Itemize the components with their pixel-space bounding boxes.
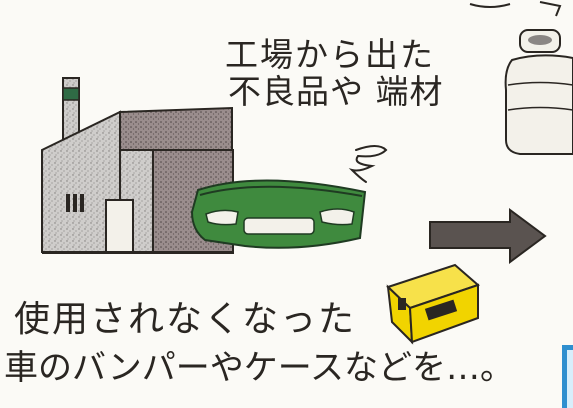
plastic-bottle-icon [504, 29, 573, 155]
caption-top-line1: 工場から出た [225, 35, 435, 74]
yellow-crate-icon [386, 263, 480, 345]
smoke-swirl-icon [348, 145, 388, 183]
right-arrow-icon [429, 208, 547, 264]
factory-icon [41, 77, 234, 254]
car-bumper-icon [190, 179, 367, 249]
caption-bottom-line1: 使用されなくなった [14, 299, 357, 340]
blue-accent [562, 345, 573, 408]
caption-top-line2: 不良品や 端材 [228, 72, 444, 111]
caption-bottom-line2: 車のバンパーやケースなどを…。 [4, 348, 514, 388]
